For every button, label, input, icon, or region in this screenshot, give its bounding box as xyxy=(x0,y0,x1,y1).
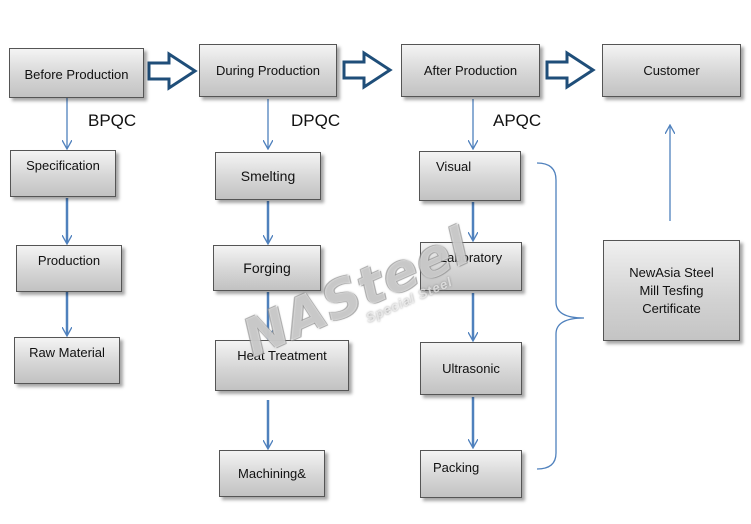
certificate-box: NewAsia Steel Mill Tesfing Certificate xyxy=(603,240,740,341)
apqc-step-visual: Visual xyxy=(419,151,521,201)
stage-during-production-label: During Production xyxy=(215,63,321,78)
dpqc-step-smelting: Smelting xyxy=(215,152,321,200)
bpqc-step-raw-material-label: Raw Material xyxy=(29,345,105,360)
apqc-step-laboratory-label: Laboratory xyxy=(439,250,503,265)
apqc-step-laboratory: Laboratory xyxy=(420,242,522,291)
dpqc-step-machining: Machining& xyxy=(219,450,325,497)
phase-label-dpqc: DPQC xyxy=(291,111,341,130)
apqc-step-ultrasonic-label: Ultrasonic xyxy=(442,361,500,376)
bpqc-step-production: Production xyxy=(16,245,122,292)
stage-customer: Customer xyxy=(602,44,741,97)
apqc-step-packing: Packing xyxy=(420,450,522,498)
stage-during-production: During Production xyxy=(199,44,337,97)
big-arrow-after-to-customer xyxy=(545,50,596,90)
stage-before-production: Before Production xyxy=(9,48,144,98)
stage-before-production-label: Before Production xyxy=(24,66,129,82)
certificate-line-1: NewAsia Steel xyxy=(629,264,714,280)
stage-after-production: After Production xyxy=(401,44,540,97)
phase-label-apqc: APQC xyxy=(493,111,542,130)
bpqc-step-raw-material: Raw Material xyxy=(14,337,120,384)
certificate-line-2: Mill Tesfing xyxy=(639,282,704,298)
dpqc-step-smelting-label: Smelting xyxy=(240,168,296,184)
bpqc-step-specification: Specification xyxy=(10,150,116,197)
big-arrow-before-to-during xyxy=(147,51,198,91)
stage-customer-label: Customer xyxy=(643,63,700,78)
dpqc-step-forging-label: Forging xyxy=(243,260,291,276)
stage-after-production-label: After Production xyxy=(423,63,518,78)
dpqc-step-heat-treatment-label: Heat Treatment xyxy=(237,348,327,363)
apqc-step-visual-label: Visual xyxy=(436,159,472,174)
apqc-brace xyxy=(536,162,585,470)
dpqc-step-forging: Forging xyxy=(213,245,321,291)
dpqc-step-machining-label: Machining& xyxy=(238,466,306,481)
big-arrow-during-to-after xyxy=(342,50,393,90)
phase-label-bpqc: BPQC xyxy=(88,111,137,130)
dpqc-step-heat-treatment: Heat Treatment xyxy=(215,340,349,391)
apqc-step-ultrasonic: Ultrasonic xyxy=(420,342,522,395)
bpqc-step-production-label: Production xyxy=(37,253,101,268)
certificate-line-3: Certificate xyxy=(642,300,701,316)
apqc-step-packing-label: Packing xyxy=(433,460,480,475)
bpqc-step-specification-label: Specification xyxy=(26,158,100,173)
